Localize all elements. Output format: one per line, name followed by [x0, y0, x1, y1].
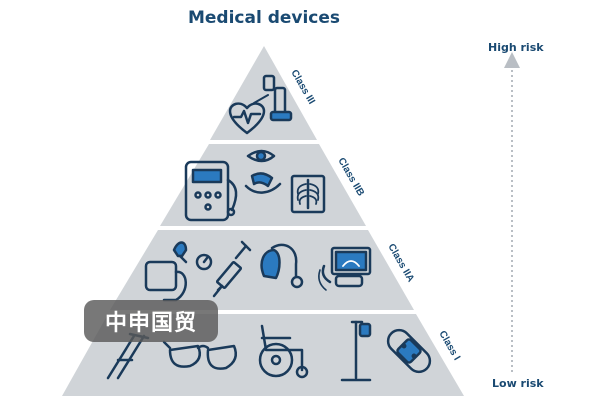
syringe-icon: [212, 240, 252, 298]
hearing-aid-icon: [260, 243, 304, 289]
blood-pressure-monitor-icon: [144, 241, 213, 302]
ultrasound-icon: [318, 246, 372, 291]
eyeglasses-icon: [162, 340, 237, 370]
iv-stand-icon: [340, 320, 372, 382]
page-title: Medical devices: [187, 8, 341, 28]
tier-class-iib: [160, 144, 366, 226]
inhaler-icon: [262, 74, 293, 122]
contact-lens-icon: [244, 149, 282, 194]
low-risk-label: Low risk: [492, 377, 544, 390]
heart-monitor-icon: [228, 94, 269, 135]
wheelchair-icon: [258, 324, 309, 379]
high-risk-label: High risk: [488, 41, 544, 54]
chest-xray-icon: [290, 174, 326, 214]
bandage-icon: [386, 328, 432, 374]
watermark-badge: 中申国贸: [84, 300, 218, 342]
infusion-pump-icon: [184, 160, 238, 222]
